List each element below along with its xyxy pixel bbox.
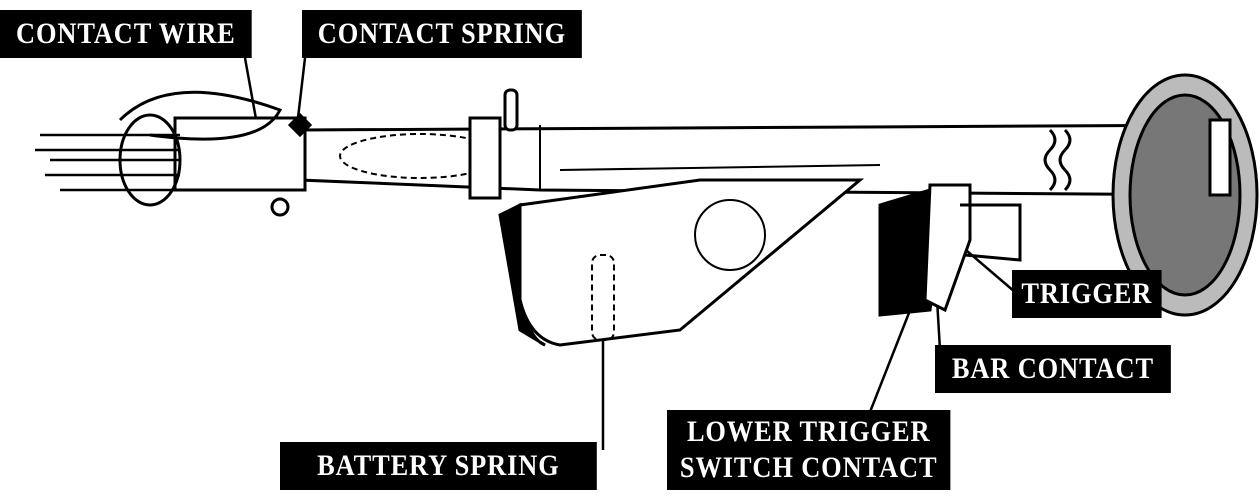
- label-bar-contact: BAR CONTACT: [935, 345, 1171, 393]
- label-lower-trigger-switch-contact: LOWER TRIGGER SWITCH CONTACT: [667, 410, 951, 490]
- label-lower-trigger-line2: SWITCH CONTACT: [679, 451, 938, 484]
- label-contact-wire: CONTACT WIRE: [0, 10, 252, 58]
- label-lower-trigger-line1: LOWER TRIGGER: [686, 415, 931, 448]
- label-contact-spring: CONTACT SPRING: [302, 10, 582, 58]
- rear-tube: [173, 116, 307, 192]
- battery-grip: [518, 178, 865, 347]
- label-battery-spring: BATTERY SPRING: [280, 442, 597, 490]
- label-trigger: TRIGGER: [1012, 270, 1162, 318]
